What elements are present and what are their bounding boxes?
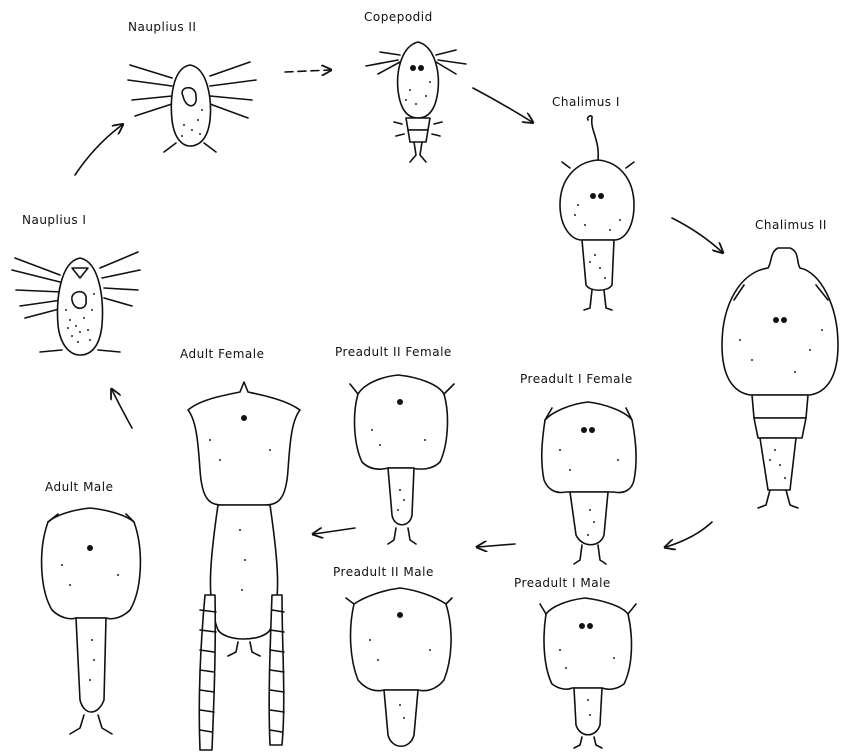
arrow-preadult2-to-adult	[314, 528, 355, 534]
preadult-2-female-figure	[350, 375, 454, 544]
arrow-preadult1-to-preadult2	[478, 544, 515, 547]
nauplius-1-figure	[12, 252, 140, 355]
chalimus-2-figure	[722, 248, 838, 508]
arrow-copepodid-to-chalimus1	[473, 88, 532, 122]
arrow-adult-to-nauplius1	[112, 390, 132, 428]
nauplius-2-figure	[128, 62, 256, 152]
chalimus-1-figure	[560, 116, 634, 310]
arrow-chalimus1-to-chalimus2	[672, 218, 722, 252]
adult-male-figure	[42, 508, 141, 734]
copepodid-figure	[366, 42, 466, 162]
adult-female-figure	[188, 382, 300, 750]
preadult-1-male-figure	[540, 598, 636, 748]
arrow-n2-to-copepodid	[285, 70, 330, 72]
arrow-n1-to-n2	[75, 125, 122, 175]
preadult-2-male-figure	[346, 588, 452, 746]
arrow-chalimus2-to-preadult1	[666, 522, 712, 547]
preadult-1-female-figure	[542, 402, 636, 564]
